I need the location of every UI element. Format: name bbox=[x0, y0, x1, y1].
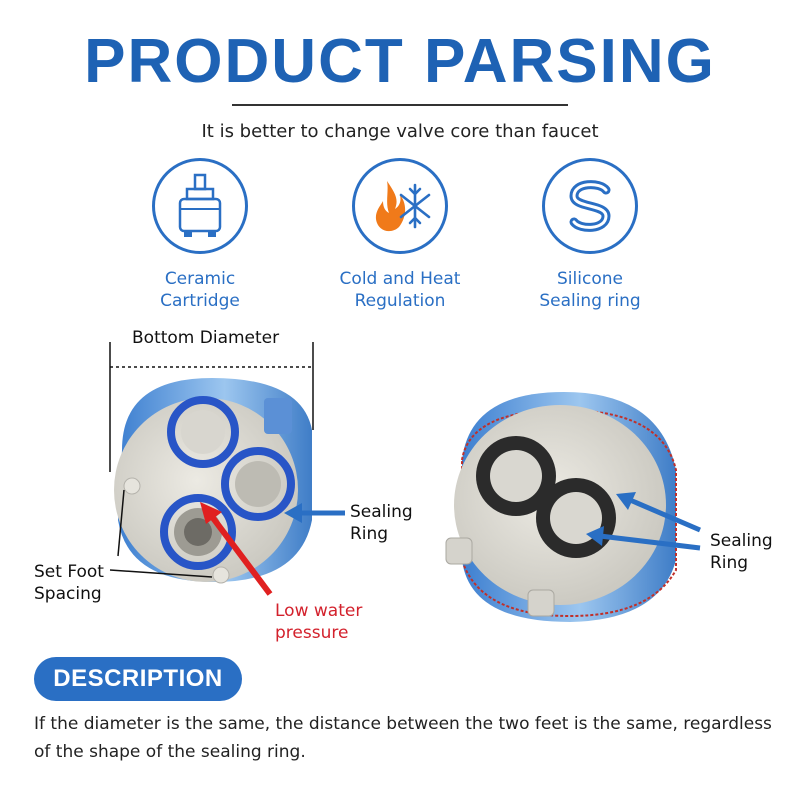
annotation-line: Ring bbox=[710, 553, 749, 573]
page-subtitle: It is better to change valve core than f… bbox=[201, 121, 599, 142]
sealing-ring-right-label: Sealing Ring bbox=[710, 530, 773, 574]
feature-icon-ring bbox=[542, 158, 638, 254]
feature-label-line2: Regulation bbox=[354, 291, 446, 311]
feature-cold-heat-regulation: Cold and Heat Regulation bbox=[300, 158, 500, 312]
feature-silicone-sealing-ring: Silicone Sealing ring bbox=[490, 158, 690, 312]
flame-snowflake-icon bbox=[375, 181, 431, 232]
feature-label-line1: Cold and Heat bbox=[339, 269, 461, 289]
set-foot-spacing-label: Set Foot Spacing bbox=[34, 561, 104, 605]
feature-ceramic-cartridge: Ceramic Cartridge bbox=[100, 158, 300, 312]
cartridge-bottom-view bbox=[114, 378, 312, 584]
feature-label-line2: Sealing ring bbox=[539, 291, 641, 311]
page-title: PRODUCT PARSING bbox=[84, 27, 716, 96]
sealing-ring-icon bbox=[569, 180, 611, 232]
cartridge-icon bbox=[178, 173, 222, 237]
annotation-line: Low water bbox=[275, 601, 363, 621]
description-heading: DESCRIPTION bbox=[34, 657, 242, 701]
feature-label-line1: Silicone bbox=[557, 269, 623, 289]
sealing-ring-left bbox=[160, 396, 295, 570]
annotation-line: Sealing bbox=[350, 502, 413, 522]
sealing-ring-left-label: Sealing Ring bbox=[350, 501, 413, 545]
feature-label-line1: Ceramic bbox=[164, 269, 236, 289]
cartridge-side-view bbox=[445, 392, 677, 622]
description-text: If the diameter is the same, the distanc… bbox=[34, 714, 772, 762]
annotation-line: Set Foot bbox=[34, 562, 104, 582]
feature-icon-ring bbox=[152, 158, 248, 254]
feature-icon-ring bbox=[352, 158, 448, 254]
feature-label-line2: Cartridge bbox=[160, 291, 240, 311]
diameter-dimension bbox=[109, 342, 314, 472]
annotation-line: pressure bbox=[275, 623, 349, 643]
low-water-pressure-label: Low water pressure bbox=[275, 600, 362, 644]
annotation-line: Ring bbox=[350, 524, 389, 544]
annotation-line: Sealing bbox=[710, 531, 773, 551]
title-divider bbox=[232, 104, 568, 106]
arrows bbox=[109, 489, 701, 596]
annotation-line: Spacing bbox=[34, 584, 102, 604]
bottom-diameter-label: Bottom Diameter bbox=[132, 328, 280, 348]
